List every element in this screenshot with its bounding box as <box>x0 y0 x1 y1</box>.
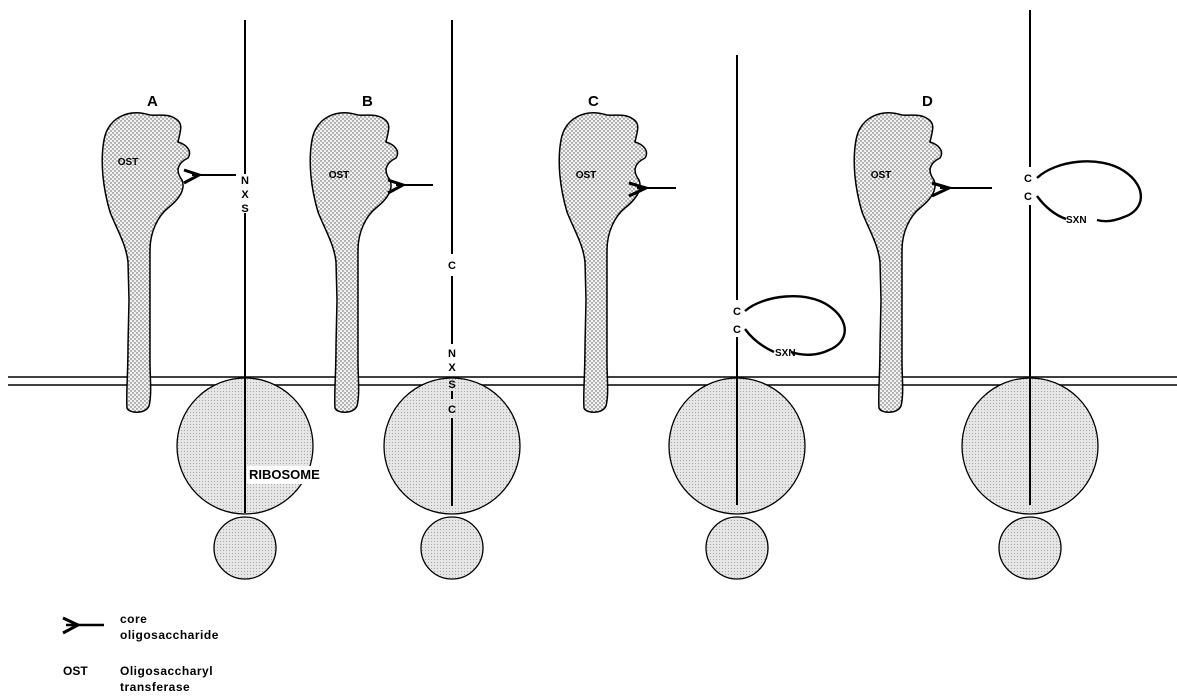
ost-label: OST <box>576 170 597 181</box>
legend-ost-line2: transferase <box>120 680 190 694</box>
ost-label: OST <box>118 157 139 168</box>
cysteine-letter: C <box>1024 173 1032 185</box>
core-oligosaccharide-icon <box>63 618 104 633</box>
ost-label: OST <box>871 170 892 181</box>
legend: core oligosaccharide OST Oligosaccharyl … <box>63 612 219 694</box>
panel-d: D OST C C SXN <box>854 10 1141 579</box>
panel-label-b: B <box>362 93 373 110</box>
disulfide-loop <box>745 296 845 355</box>
ribosome-small-subunit <box>999 517 1061 579</box>
sequon-letter-x: X <box>448 362 456 374</box>
legend-ost-line1: Oligosaccharyl <box>120 664 213 678</box>
panel-label-c: C <box>588 93 599 110</box>
loop-sequon-label: SXN <box>1066 215 1087 226</box>
sequon-letter-s: S <box>241 203 248 215</box>
panel-b: B OST C N X S C <box>310 20 520 579</box>
sequon-letter-n: N <box>448 348 456 360</box>
cysteine-letter: C <box>448 260 456 272</box>
cysteine-letter: C <box>733 324 741 336</box>
ribosome-small-subunit <box>706 517 768 579</box>
ost-enzyme <box>559 113 646 412</box>
ribosome-label: RIBOSOME <box>249 467 320 482</box>
sequon-letter-x: X <box>241 189 249 201</box>
cysteine-letter: C <box>1024 191 1032 203</box>
ost-enzyme <box>102 113 189 412</box>
panel-c: C OST C C SXN <box>559 55 845 579</box>
core-oligosaccharide-icon <box>932 183 992 196</box>
disulfide-loop <box>1037 161 1141 221</box>
ost-enzyme <box>310 113 397 412</box>
sequon-letter-n: N <box>241 175 249 187</box>
core-oligosaccharide-icon <box>184 170 236 183</box>
loop-sequon-label: SXN <box>775 348 796 359</box>
panel-label-d: D <box>922 93 933 110</box>
cysteine-letter: C <box>733 306 741 318</box>
legend-core-line1: core <box>120 612 147 626</box>
ribosome-small-subunit <box>421 517 483 579</box>
legend-core-line2: oligosaccharide <box>120 628 219 642</box>
core-oligosaccharide-icon <box>388 180 433 193</box>
panel-a: A OST N X S RIBOSOME <box>102 20 321 579</box>
sequon-letter-s: S <box>448 379 455 391</box>
ribosome-small-subunit <box>214 517 276 579</box>
cysteine-letter: C <box>448 404 456 416</box>
legend-ost-key: OST <box>63 664 88 678</box>
ost-enzyme <box>854 113 941 412</box>
panel-label-a: A <box>147 93 158 110</box>
ost-label: OST <box>329 170 350 181</box>
